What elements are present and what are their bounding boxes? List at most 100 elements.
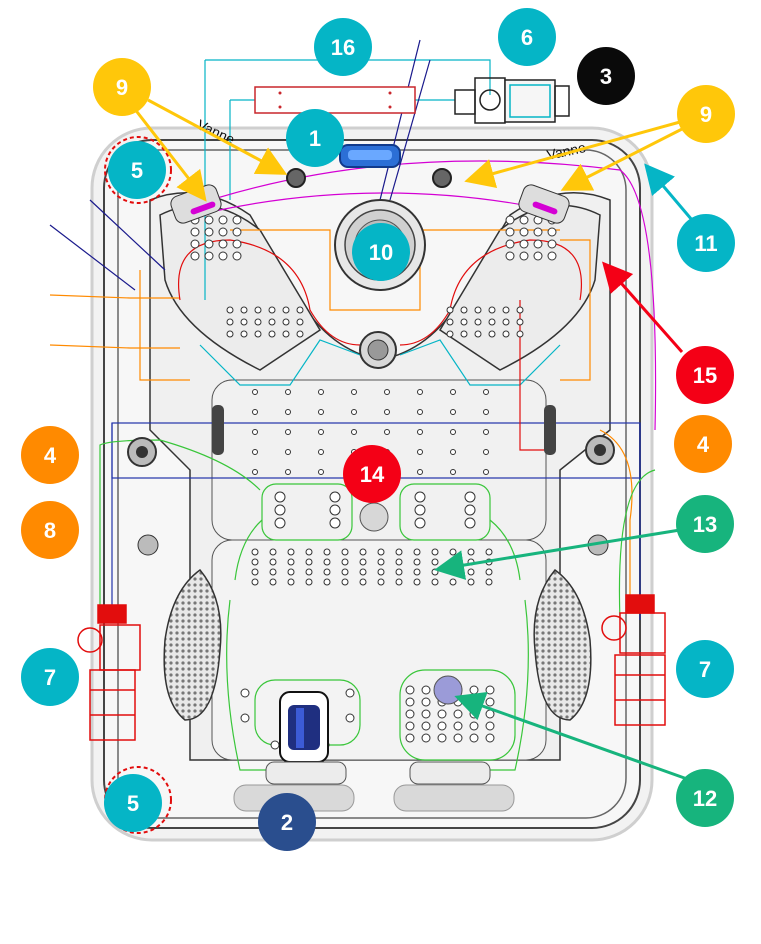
jet-hole <box>483 449 489 455</box>
jet-hole <box>305 548 313 556</box>
jet-hole <box>305 578 313 586</box>
callout-c13-badge <box>676 495 734 553</box>
jet-hole <box>190 227 200 237</box>
jet-hole <box>485 548 493 556</box>
jet-hole <box>345 713 355 723</box>
jet-hole <box>204 251 214 261</box>
jet-hole <box>516 330 524 338</box>
jet-hole <box>305 568 313 576</box>
jet-hole <box>282 306 290 314</box>
jet-hole <box>488 306 496 314</box>
jet-hole <box>483 429 489 435</box>
jet-hole <box>254 330 262 338</box>
jet-hole <box>274 517 286 529</box>
jet-hole <box>505 239 515 249</box>
jet-hole <box>449 548 457 556</box>
jet-hole <box>460 318 468 326</box>
jet-hole <box>251 548 259 556</box>
jet-hole <box>414 517 426 529</box>
jet-hole <box>449 578 457 586</box>
jet-hole <box>413 578 421 586</box>
jet-hole <box>384 429 390 435</box>
jet-hole <box>460 330 468 338</box>
jet-hole <box>413 548 421 556</box>
jet-hole <box>417 389 423 395</box>
jet-hole <box>533 239 543 249</box>
jet-hole <box>190 251 200 261</box>
callout-c11-number: 11 <box>694 231 717 256</box>
jet-hole <box>446 306 454 314</box>
jet-hole <box>519 227 529 237</box>
jet-hole <box>252 409 258 415</box>
callout-c5t-number: 5 <box>131 158 143 183</box>
pump-6 <box>454 77 570 124</box>
jet-hole <box>377 568 385 576</box>
callout-c4r-number: 4 <box>697 432 710 457</box>
jet-hole <box>218 215 228 225</box>
callout-c5b-number: 5 <box>127 791 139 816</box>
jet-hole <box>469 685 479 695</box>
callout-c3-number: 3 <box>600 64 612 89</box>
jet-hole <box>467 568 475 576</box>
callout-c13-number: 13 <box>693 512 717 537</box>
jet-hole <box>421 721 431 731</box>
jet-hole <box>547 251 557 261</box>
jet-hole <box>240 318 248 326</box>
jet-hole <box>359 548 367 556</box>
callout-c11-badge <box>677 214 735 272</box>
callout-c9r-badge <box>677 85 735 143</box>
jet-hole <box>329 491 341 503</box>
corner-ring-bottom <box>104 766 172 834</box>
callout-c4r-badge <box>674 415 732 473</box>
jet-hole <box>252 469 258 475</box>
jet-hole <box>449 568 457 576</box>
jet-hole <box>533 227 543 237</box>
jet-hole <box>421 697 431 707</box>
callout-c14-number: 14 <box>360 462 385 487</box>
jet-hole <box>268 306 276 314</box>
callout-c14-badge <box>343 445 401 503</box>
jet-hole <box>323 558 331 566</box>
jet-hole <box>269 558 277 566</box>
jet-hole <box>204 215 214 225</box>
jet-hole <box>269 568 277 576</box>
jet-hole <box>285 389 291 395</box>
jet-hole <box>431 578 439 586</box>
jet-hole <box>240 713 250 723</box>
callout-c7l-badge <box>21 648 79 706</box>
callout-c1-number: 1 <box>309 126 321 151</box>
jet-hole <box>414 491 426 503</box>
jet-hole <box>413 568 421 576</box>
jet-hole <box>485 568 493 576</box>
callout-c7r-number: 7 <box>699 657 711 682</box>
jet-hole <box>282 318 290 326</box>
jet-hole <box>450 469 456 475</box>
callout-c3-badge <box>577 47 635 105</box>
jet-hole <box>405 685 415 695</box>
jet-hole <box>287 568 295 576</box>
jet-hole <box>254 318 262 326</box>
jet-hole <box>533 251 543 261</box>
jet-hole <box>488 330 496 338</box>
jet-hole <box>318 429 324 435</box>
callout-c5b-badge <box>104 774 162 832</box>
jet-hole <box>274 504 286 516</box>
jet-hole <box>351 409 357 415</box>
mesh-cover-right <box>533 568 592 721</box>
jet-hole <box>345 688 355 698</box>
jet-hole <box>285 449 291 455</box>
jet-hole <box>329 517 341 529</box>
callout-c6-badge <box>498 8 556 66</box>
jet-hole <box>296 306 304 314</box>
jet-hole <box>270 740 280 750</box>
callout-c9l-number: 9 <box>116 75 128 100</box>
jet-hole <box>485 721 495 731</box>
orange-plumbing <box>49 229 633 600</box>
jet-hole <box>464 517 476 529</box>
jet-hole <box>417 429 423 435</box>
jet-hole <box>485 697 495 707</box>
jet-hole <box>305 558 313 566</box>
jet-hole <box>323 578 331 586</box>
